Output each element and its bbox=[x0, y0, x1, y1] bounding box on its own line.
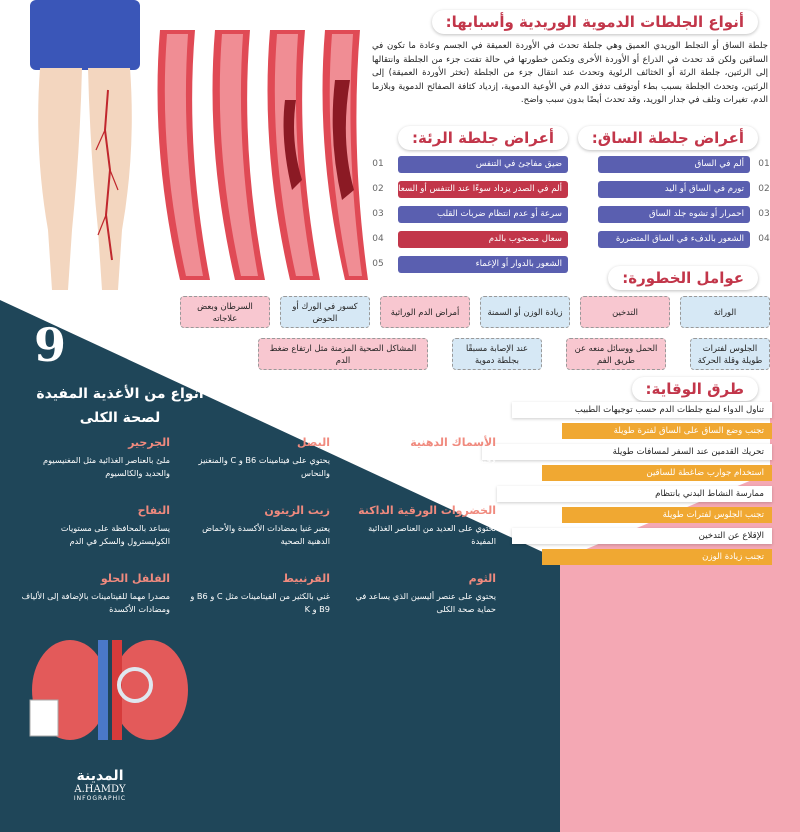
symptom-label: سرعة أو عدم انتظام ضربات القلب bbox=[398, 206, 568, 223]
prevention-item: تجنب وضع الساق على الساق لفترة طويلة bbox=[562, 423, 772, 439]
intro-title: أنواع الجلطات الدموية الوريدية وأسبابها: bbox=[431, 10, 758, 34]
symptom-number: 03 bbox=[372, 209, 384, 219]
food-name: زيت الزيتون bbox=[264, 504, 330, 517]
lung-symptom-item: 01 ضيق مفاجئ في التنفس bbox=[370, 156, 568, 176]
foods-title-line1: أنواع من الأغذية المفيدة bbox=[36, 386, 204, 402]
magnifier-icon bbox=[117, 667, 153, 703]
symptom-label: الشعور بالدوار أو الإغماء bbox=[398, 256, 568, 273]
risk-factor: كسور في الورك أو الحوض bbox=[280, 296, 370, 328]
food-description: مصدرا مهما للفيتامينات بالإضافة إلى الأل… bbox=[21, 591, 170, 614]
vein-3 bbox=[267, 30, 320, 280]
risk-grid: الوراثة التدخين زيادة الوزن أو السمنة أمراض… bbox=[180, 296, 770, 376]
food-name: الأسماك الدهنية bbox=[410, 436, 496, 449]
brand-name-ar: المدينة bbox=[76, 768, 124, 784]
prevention-item: تجنب زيادة الوزن bbox=[542, 549, 772, 565]
lung-symptoms-title: أعراض جلطة الرئة: bbox=[398, 126, 568, 150]
vein-2 bbox=[212, 30, 265, 280]
food-description: يحتوي على عنصر أليسين الذي يساعد في حماي… bbox=[355, 591, 496, 614]
prevention-item: الإقلاع عن التدخين bbox=[512, 528, 772, 544]
symptom-number: 02 bbox=[372, 184, 384, 194]
prevention-title: طرق الوقاية: bbox=[631, 377, 758, 401]
brand-logo: المدينة A.HAMDY INFOGRAPHIC bbox=[55, 768, 145, 802]
lung-symptoms-list: 01 ضيق مفاجئ في التنفس 02 ألم في الصدر يزدا… bbox=[370, 156, 568, 286]
clipboard-icon bbox=[29, 699, 59, 737]
food-name: الجرجير bbox=[128, 436, 170, 449]
vein-1 bbox=[157, 30, 210, 280]
symptom-number: 03 bbox=[758, 209, 770, 219]
leg-symptoms-title: أعراض جلطة الساق: bbox=[577, 126, 758, 150]
leg-symptoms-list: 01 ألم في الساق 02 تورم في الساق أو اليد 03 ا… bbox=[588, 156, 772, 266]
prevention-item: تجنب الجلوس لفترات طويلة bbox=[562, 507, 772, 523]
foods-number: 9 bbox=[33, 318, 66, 372]
symptom-number: 01 bbox=[372, 159, 384, 169]
food-name: الخضروات الورقية الداكنة bbox=[358, 504, 496, 517]
foods-grid: الجرجير ملئ بالعناصر الغذائية مثل المغنيس… bbox=[0, 436, 530, 636]
risk-title: عوامل الخطورة: bbox=[608, 266, 758, 290]
symptom-label: سعال مصحوب بالدم bbox=[398, 231, 568, 248]
symptom-label: تورم في الساق أو اليد bbox=[598, 181, 750, 198]
symptom-label: الشعور بالدفء في الساق المتضررة bbox=[598, 231, 750, 248]
prevention-item: استخدام جوارب ضاغطة للساقين bbox=[542, 465, 772, 481]
risk-factor: عند الإصابة مسبقًا بجلطة دموية bbox=[452, 338, 542, 370]
food-description: يحتوي على فيتامينات B6 و C والمنغنيز وال… bbox=[198, 455, 330, 478]
leg-illustration bbox=[30, 0, 140, 290]
risk-factor: الوراثة bbox=[680, 296, 770, 328]
leg-symptom-item: 03 احمرار أو تشوه جلد الساق bbox=[588, 206, 772, 226]
food-name: البصل bbox=[296, 436, 330, 449]
brand-name-en: A.HAMDY bbox=[74, 784, 126, 795]
risk-factor: التدخين bbox=[580, 296, 670, 328]
symptom-number: 05 bbox=[372, 259, 384, 269]
food-name: الفلفل الحلو bbox=[100, 572, 170, 585]
prevention-item: ممارسة النشاط البدني بانتظام bbox=[497, 486, 772, 502]
symptom-label: ألم في الصدر يزداد سوءًا عند التنفس أو ا… bbox=[398, 181, 568, 198]
lung-symptom-item: 05 الشعور بالدوار أو الإغماء bbox=[370, 256, 568, 276]
food-name: الثوم bbox=[468, 572, 496, 585]
vein-4 bbox=[322, 30, 368, 280]
symptom-label: ألم في الساق bbox=[598, 156, 750, 173]
prevention-item: تحريك القدمين عند السفر لمسافات طويلة bbox=[482, 444, 772, 460]
symptom-label: ضيق مفاجئ في التنفس bbox=[398, 156, 568, 173]
intro-text: جلطة الساق أو التجلط الوريدي العميق وهي … bbox=[372, 41, 768, 105]
risk-factor: أمراض الدم الوراثية bbox=[380, 296, 470, 328]
food-description: يساعد بالمحافظة على مستويات الكوليسترول … bbox=[60, 523, 170, 546]
risk-factor: الجلوس لفترات طويلة وقلة الحركة bbox=[690, 338, 770, 370]
symptom-number: 04 bbox=[758, 234, 770, 244]
food-description: لاحتوائها على البروتينات وأحماض أوميغا 3… bbox=[355, 455, 496, 478]
leg-symptom-item: 01 ألم في الساق bbox=[588, 156, 772, 176]
shorts-shape bbox=[30, 0, 140, 70]
symptom-number: 04 bbox=[372, 234, 384, 244]
symptom-label: احمرار أو تشوه جلد الساق bbox=[598, 206, 750, 223]
food-description: ملئ بالعناصر الغذائية مثل المغنيسيوم وال… bbox=[43, 455, 170, 478]
food-name: التفاح bbox=[137, 504, 170, 517]
food-description: غني بالكثير من الفيتامينات مثل C و B6 و … bbox=[190, 591, 330, 614]
risk-factor: المشاكل الصحية المزمنة مثل ارتفاع ضغط ال… bbox=[258, 338, 428, 370]
kidney-illustration bbox=[29, 640, 188, 740]
risk-factor: زيادة الوزن أو السمنة bbox=[480, 296, 570, 328]
prevention-item: تناول الدواء لمنع جلطات الدم حسب توجيهات… bbox=[512, 402, 772, 418]
symptom-number: 01 bbox=[758, 159, 770, 169]
foods-title-line2: لصحة الكلى bbox=[79, 410, 161, 426]
food-description: تحتوي على العديد من العناصر الغذائية الم… bbox=[368, 523, 496, 546]
risk-factor: الحمل ووسائل منعه عن طريق الفم bbox=[566, 338, 666, 370]
symptom-number: 02 bbox=[758, 184, 770, 194]
vein-illustrations bbox=[157, 30, 368, 280]
food-name: القرنبيط bbox=[282, 572, 330, 585]
left-leg-shape bbox=[38, 68, 82, 290]
lung-symptom-item: 04 سعال مصحوب بالدم bbox=[370, 231, 568, 251]
leg-symptom-item: 04 الشعور بالدفء في الساق المتضررة bbox=[588, 231, 772, 251]
brand-sub-en: INFOGRAPHIC bbox=[73, 795, 127, 802]
lung-symptom-item: 03 سرعة أو عدم انتظام ضربات القلب bbox=[370, 206, 568, 226]
risk-factor: السرطان وبعض علاجاته bbox=[180, 296, 270, 328]
leg-symptom-item: 02 تورم في الساق أو اليد bbox=[588, 181, 772, 201]
lung-symptom-item: 02 ألم في الصدر يزداد سوءًا عند التنفس أو… bbox=[370, 181, 568, 201]
prevention-list: تناول الدواء لمنع جلطات الدم حسب توجيهات… bbox=[450, 402, 772, 570]
food-description: يعتبر غنيا بمضادات الأكسدة والأحماض الده… bbox=[202, 523, 330, 546]
